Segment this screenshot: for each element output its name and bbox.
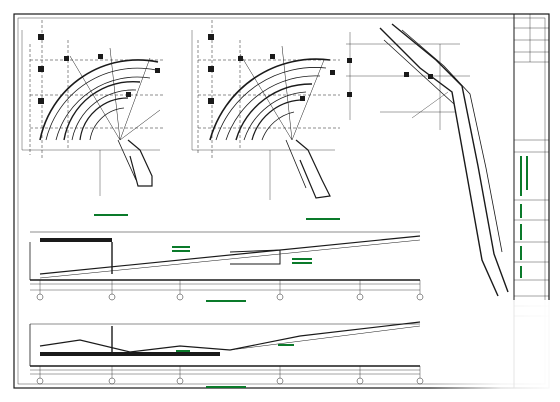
title-block <box>513 13 550 389</box>
title-block-rows <box>514 14 549 317</box>
grid-bubbles <box>36 293 424 301</box>
section-b-caption <box>206 386 246 388</box>
columns <box>208 34 335 104</box>
middle-arc <box>235 83 313 141</box>
level-tag <box>172 246 190 248</box>
ramp-tail <box>285 139 331 199</box>
dimension-chain <box>191 30 335 200</box>
level-tag <box>176 350 190 352</box>
ramp-section-b <box>29 321 424 385</box>
radial-lines <box>239 45 325 141</box>
ramp-edges <box>379 23 509 297</box>
straight-ramp-plan <box>346 23 509 297</box>
column-grid <box>29 20 165 160</box>
level-tag <box>278 344 294 346</box>
ramp-slope <box>39 321 421 353</box>
grid-marks <box>30 366 421 378</box>
slab <box>29 323 420 366</box>
ramp-section-a <box>29 231 424 301</box>
level-tag <box>292 262 312 264</box>
slab <box>29 231 420 280</box>
level-tag <box>172 250 190 252</box>
ramp-slope <box>39 235 421 279</box>
illegible-annotations <box>94 214 340 388</box>
ground-line <box>30 279 420 285</box>
level-tag <box>292 258 312 260</box>
inner-arc <box>79 97 129 141</box>
corner-fade <box>430 300 560 402</box>
title-block-notes <box>520 156 528 278</box>
columns <box>38 34 160 104</box>
curved-ramp-plan-a <box>21 20 165 196</box>
ground-line <box>30 365 420 371</box>
plan-b-caption <box>306 218 340 220</box>
grid-bubbles <box>36 377 424 385</box>
column-grid <box>197 20 340 160</box>
middle-arc <box>63 80 141 141</box>
guide-lines <box>346 32 470 130</box>
curved-ramp-plan-b <box>191 20 340 200</box>
columns <box>347 58 433 97</box>
radial-lines <box>69 47 161 141</box>
inner-arc <box>251 99 301 141</box>
section-a-caption <box>206 300 246 302</box>
plan-a-caption <box>94 214 128 216</box>
ramp-tail <box>117 139 153 187</box>
grid-marks <box>30 280 421 294</box>
dimension-chain <box>21 30 160 196</box>
